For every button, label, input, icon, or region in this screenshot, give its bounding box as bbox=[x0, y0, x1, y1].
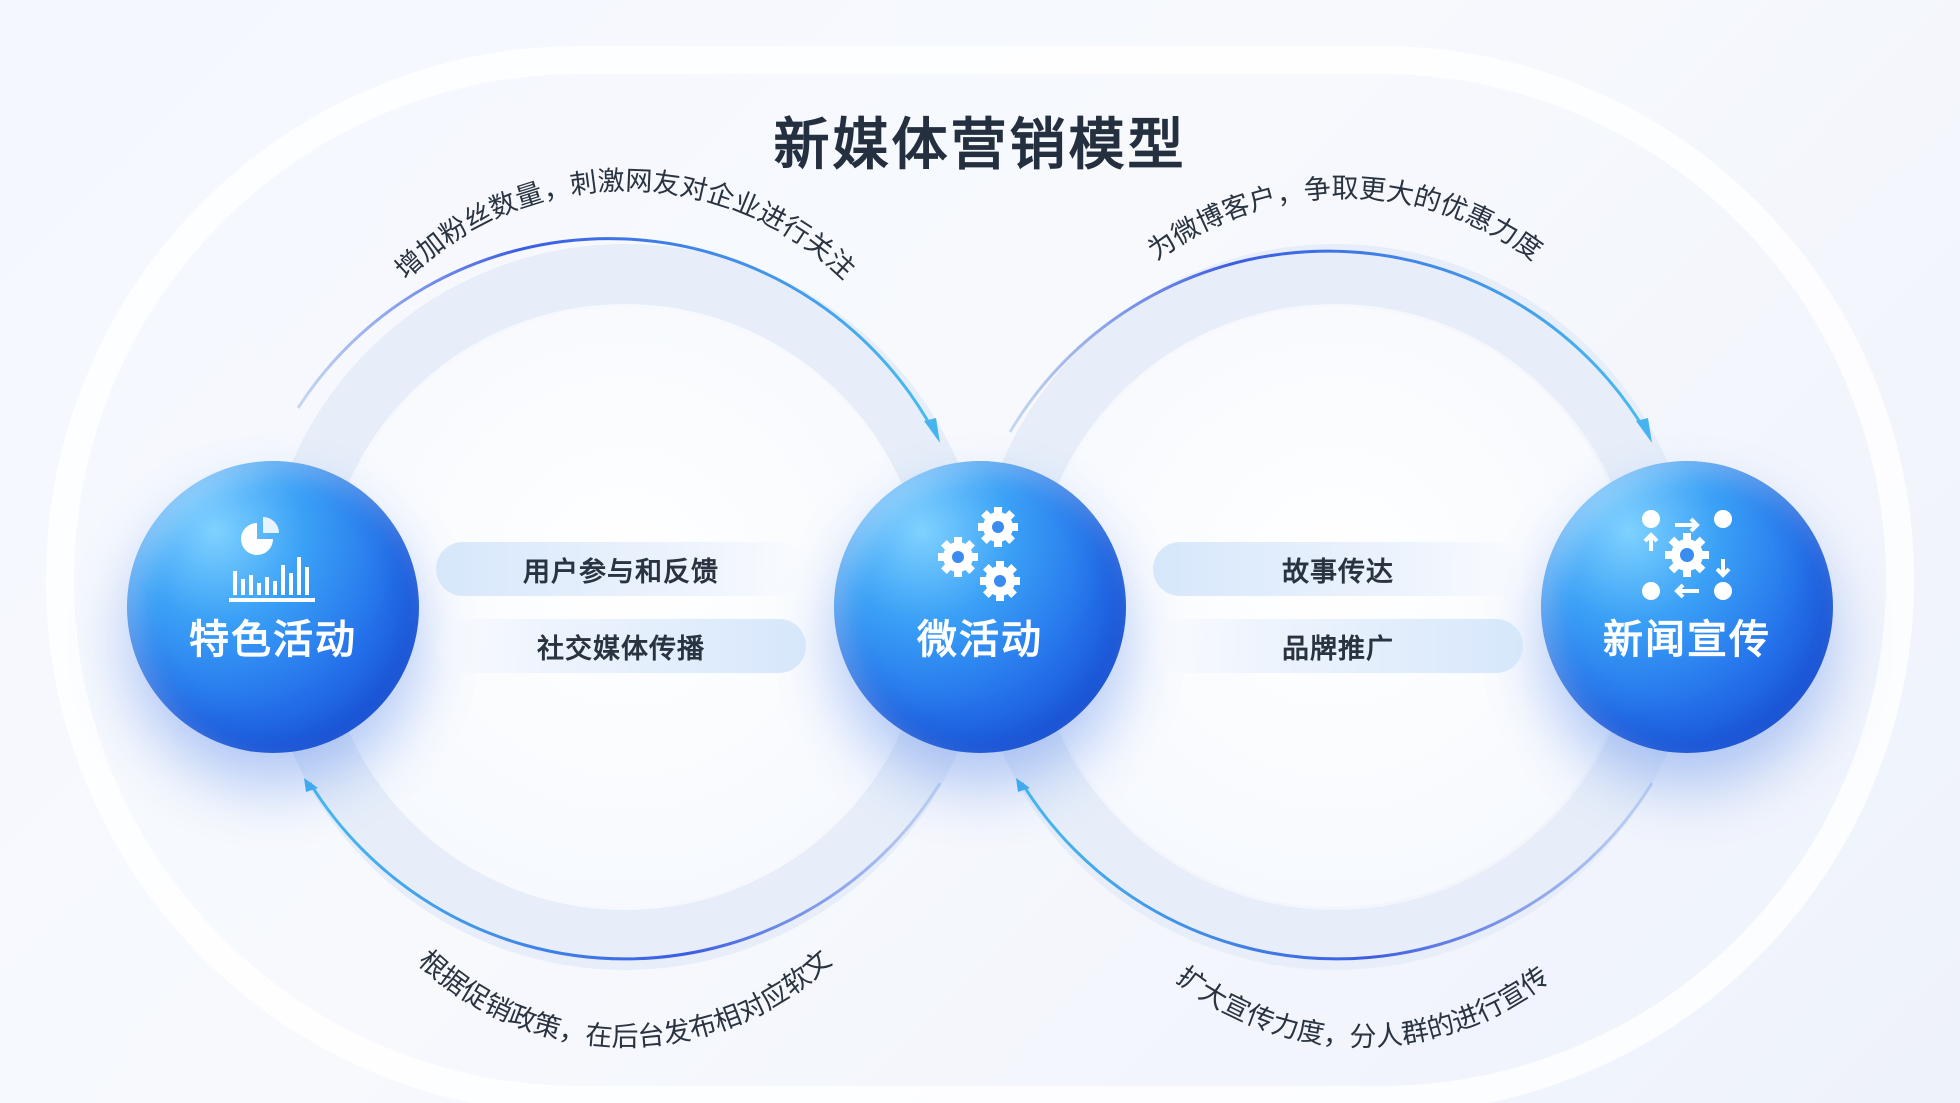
workflow-gear-icon bbox=[1642, 510, 1732, 600]
node-label: 新闻宣传 bbox=[1603, 617, 1771, 663]
pill-storytelling: 故事传达 bbox=[1153, 542, 1523, 596]
gears-icon bbox=[938, 507, 1020, 601]
left-ring-inner bbox=[325, 307, 925, 907]
arrow-arc-left-top bbox=[296, 237, 936, 433]
background-frame bbox=[46, 46, 1914, 1103]
right-ring-inner bbox=[1035, 307, 1635, 907]
node-label: 特色活动 bbox=[189, 617, 357, 663]
page-title: 新媒体营销模型 bbox=[773, 113, 1187, 178]
arrow-arc-right-top bbox=[1008, 249, 1648, 433]
node-featured-activities: 特色活动 bbox=[127, 461, 419, 753]
arc-label-right-bottom: 扩大宣传力度，分人群的进行宣传 bbox=[1171, 961, 1555, 1053]
node-micro-activities: 微活动 bbox=[834, 461, 1126, 753]
arrowhead-right-bottom bbox=[1016, 778, 1030, 792]
pill-user-feedback: 用户参与和反馈 bbox=[436, 542, 806, 596]
node-label: 微活动 bbox=[917, 617, 1043, 663]
arrow-arc-right-bottom bbox=[1020, 782, 1654, 961]
arrow-arc-left-bottom bbox=[308, 782, 942, 961]
arrowhead-left-bottom bbox=[304, 778, 318, 792]
arrowhead-right-top bbox=[1636, 418, 1652, 443]
pill-brand-promotion: 品牌推广 bbox=[1153, 619, 1523, 673]
pill-social-media: 社交媒体传播 bbox=[436, 619, 806, 673]
arrowhead-left-top bbox=[924, 418, 940, 443]
node-news-publicity: 新闻宣传 bbox=[1541, 461, 1833, 753]
chart-analytics-icon bbox=[229, 517, 315, 602]
